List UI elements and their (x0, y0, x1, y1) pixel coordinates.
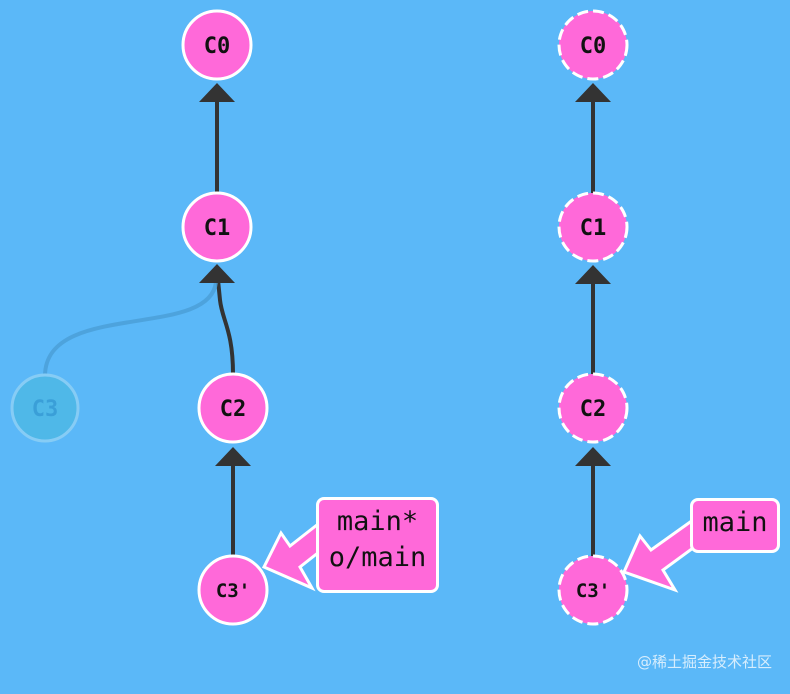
left-commit-c0[interactable]: C0 (181, 9, 253, 81)
branch-label-origin-main: o/main (328, 542, 427, 573)
commit-label: C1 (580, 216, 607, 241)
arrowhead-c2 (575, 447, 611, 466)
edge-c2-to-c1 (216, 279, 235, 375)
left-commit-c3-orphan[interactable]: C3 (10, 373, 80, 443)
commit-label: C3' (576, 580, 610, 602)
commit-label: C2 (580, 397, 607, 422)
right-commit-c0[interactable]: C0 (557, 9, 629, 81)
commit-label: C3' (216, 580, 250, 602)
commit-label: C0 (204, 34, 231, 59)
arrowhead-c0 (575, 83, 611, 102)
left-commit-c3-prime[interactable]: C3' (197, 554, 269, 626)
left-commit-c1[interactable]: C1 (181, 191, 253, 263)
arrowhead-c2 (215, 447, 251, 466)
right-branch-label[interactable]: main (690, 498, 780, 553)
left-edges (43, 83, 251, 556)
right-edges (575, 83, 611, 556)
branch-label-main-star: main* (336, 506, 419, 537)
commit-label: C2 (220, 397, 247, 422)
arrowhead-c1 (575, 265, 611, 284)
left-commit-c2[interactable]: C2 (197, 372, 269, 444)
branch-label-main: main (702, 507, 768, 538)
right-commit-c3-prime[interactable]: C3' (557, 554, 629, 626)
commit-label: C1 (204, 216, 231, 241)
commit-label: C3 (32, 397, 59, 422)
left-branch-label[interactable]: main* o/main (316, 497, 439, 593)
right-commit-c2[interactable]: C2 (557, 372, 629, 444)
arrowhead-c0 (199, 83, 235, 102)
arrowhead-c1 (199, 264, 235, 283)
watermark: @稀土掘金技术社区 (636, 653, 772, 671)
edge-orphan-c3-to-c1 (43, 281, 218, 377)
right-commit-c1[interactable]: C1 (557, 191, 629, 263)
commit-label: C0 (580, 34, 607, 59)
